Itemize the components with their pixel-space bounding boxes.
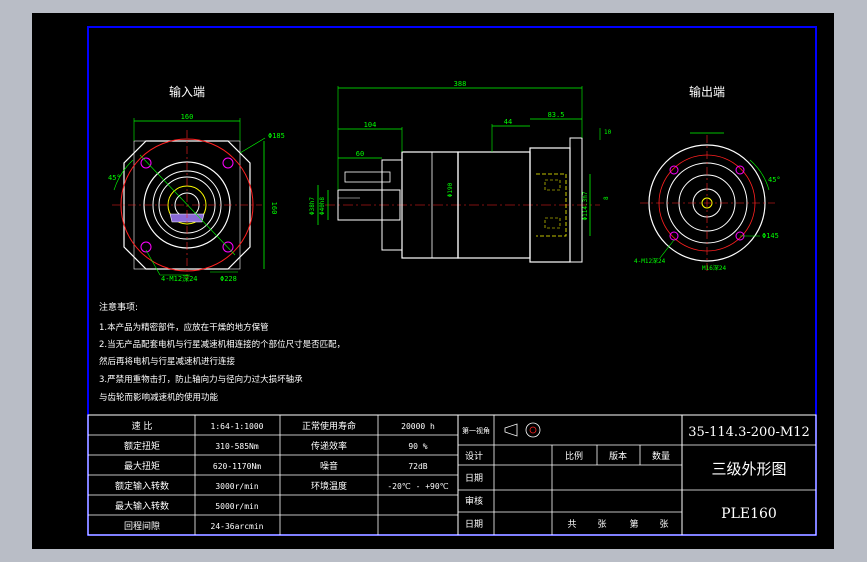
projection-symbol-icon (504, 422, 541, 438)
sheets-a: 共 (567, 519, 576, 530)
input-bolt-hole (222, 157, 234, 169)
check-label: 日期 (465, 473, 483, 484)
input-height-text: 160 (270, 202, 278, 215)
spec-label: 传递效率 (311, 440, 347, 452)
note-line: 然后再将电机与行星减速机进行连接 (99, 356, 236, 367)
spec-value: -20℃ - +90℃ (387, 482, 448, 491)
len-60-text: 60 (356, 150, 364, 158)
model-code: 35-114.3-200-M12 (688, 425, 810, 440)
input-bolt-circle-text: Φ185 (268, 132, 285, 140)
input-diag-line (139, 154, 236, 256)
quantity-label: 数量 (652, 450, 670, 462)
output-bolt-hole (669, 165, 679, 175)
shaft-key (344, 171, 391, 183)
spec-value: 20000 h (401, 422, 435, 431)
out-key-text: 8 (603, 196, 610, 200)
spec-value: 24-36arcmin (211, 522, 264, 531)
spec-value: 620-1170Nm (213, 462, 261, 471)
input-bolt-hole (140, 241, 152, 253)
output-bolt-hole (669, 231, 679, 241)
output-pcd-text: Φ145 (762, 232, 779, 240)
notes-title: 注意事项: (99, 301, 138, 313)
hidden-bore (536, 173, 567, 237)
input-view: 输入端 160 160 Φ185 45° 4-M12深24 Φ228 (108, 84, 285, 283)
spec-value: 310-585Nm (215, 442, 259, 451)
spec-label: 正常使用寿命 (302, 420, 356, 432)
spec-label: 环境温度 (311, 480, 347, 492)
out-dia-text: Φ114.3h7 (582, 191, 589, 220)
spec-value: 3000r/min (215, 482, 259, 491)
input-bolt-hole (222, 241, 234, 253)
sheets-b: 张 (597, 519, 606, 530)
version-label: 版本 (609, 450, 627, 462)
spec-label: 额定扭矩 (124, 440, 160, 452)
output-view: 输出端 45° Φ145 4-M12深24 M16深24 (634, 84, 781, 272)
len-104-text: 104 (364, 121, 377, 129)
spec-label: 额定输入转数 (115, 480, 169, 492)
input-angle-arc (113, 159, 134, 191)
scale-label: 比例 (565, 450, 583, 462)
sheets-c: 第 (629, 518, 638, 530)
drawing-sheet (32, 13, 834, 549)
spec-value: 72dB (408, 462, 427, 471)
input-angle-text: 45° (108, 174, 121, 182)
input-bolt-hole (140, 157, 152, 169)
output-center-hole-text: M16深24 (702, 264, 726, 272)
review-label: 审核 (465, 495, 483, 507)
output-view-label: 输出端 (689, 84, 725, 99)
output-holes-text: 4-M12深24 (634, 257, 666, 265)
len-83-text: 83.5 (548, 111, 565, 119)
title-block: 第一视角 设计 日期 审核 日期 比例 版本 数量 共 张 第 张 35-114… (457, 414, 817, 536)
input-width-text: 160 (181, 113, 194, 121)
output-flange (569, 137, 583, 263)
overall-length-text: 388 (454, 80, 467, 88)
spec-label: 噪音 (320, 460, 338, 472)
input-shaft (337, 189, 401, 221)
spec-value: 90 % (408, 442, 427, 451)
note-line: 2.当无产品配套电机与行星减速机相连接的个部位尺寸是否匹配， (99, 339, 345, 350)
spec-label: 速 比 (132, 420, 153, 432)
design-label: 设计 (465, 450, 483, 462)
spec-label: 最大扭矩 (124, 460, 160, 472)
product-name: PLE160 (721, 506, 777, 522)
spec-value: 5000r/min (215, 502, 259, 511)
spec-table: 速 比 1:64-1:1000 正常使用寿命 20000 h 额定扭矩 310-… (87, 414, 459, 536)
input-view-label: 输入端 (169, 84, 205, 99)
spec-label: 最大输入转数 (115, 500, 169, 512)
input-holes-text: 4-M12深24 (161, 274, 198, 283)
note-line: 3.严禁用重物击打，防止轴向力与径向力过大损坏轴承 (99, 374, 303, 385)
drawing-name: 三级外形图 (711, 460, 786, 478)
output-angle-text: 45° (768, 176, 781, 184)
spec-label: 回程间隙 (124, 520, 160, 532)
out-small-text: 10 (604, 129, 612, 136)
body-dia-text: Φ190 (447, 182, 454, 197)
projection-label: 第一视角 (462, 426, 490, 435)
notes: 注意事项: 1.本产品为精密部件，应放在干燥的地方保管 2.当无产品配套电机与行… (99, 301, 345, 403)
note-line: 1.本产品为精密部件，应放在干燥的地方保管 (99, 322, 269, 333)
input-pcd-text: Φ228 (220, 275, 237, 283)
date-label: 日期 (465, 519, 483, 530)
note-line: 与齿轮而影响减速机的使用功能 (99, 392, 219, 403)
output-bolt-hole (735, 165, 745, 175)
len-44-text: 44 (504, 118, 512, 126)
shaft-dia-text: Φ38h7 (309, 197, 316, 215)
shaft-dia2-text: Φ40h8 (319, 197, 326, 215)
sheets-d: 张 (659, 519, 668, 530)
output-angle-arc (749, 159, 770, 191)
side-view: 388 104 60 44 83.5 Φ38h7 Φ40h8 Φ190 Φ114… (309, 80, 612, 263)
spec-value: 1:64-1:1000 (211, 422, 264, 431)
